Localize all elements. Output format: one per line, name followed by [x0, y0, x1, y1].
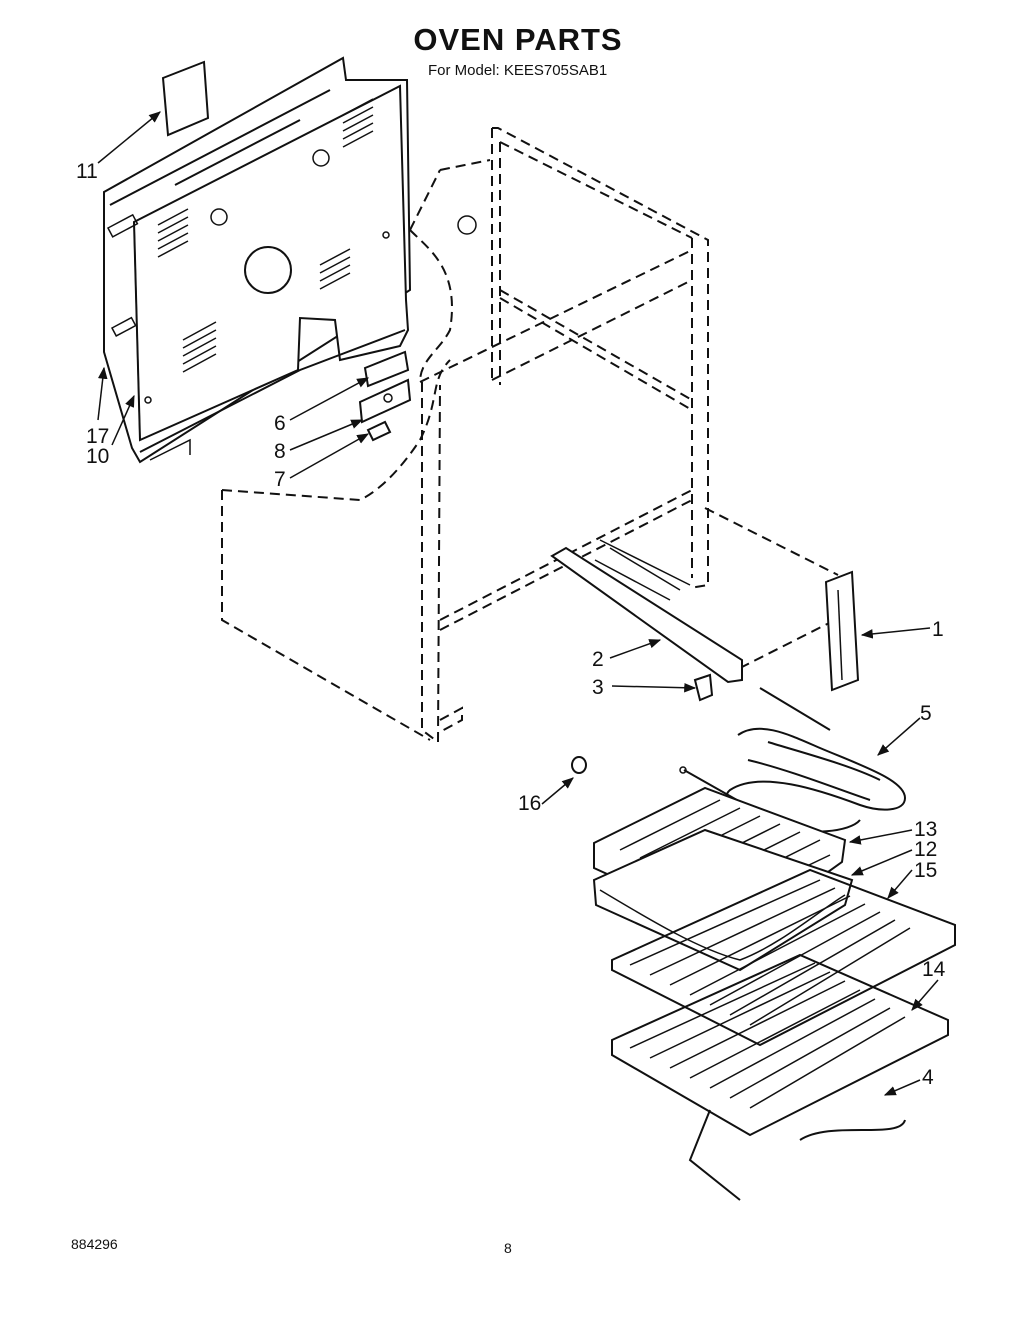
callout-2: 2	[592, 648, 604, 671]
vent-louvers	[157, 98, 374, 373]
clip	[366, 420, 392, 442]
element-frame	[550, 539, 743, 702]
part-16-grommet	[571, 756, 587, 774]
callout-17: 17	[86, 425, 109, 448]
terminal-block	[363, 350, 410, 388]
callout-10: 10	[86, 445, 109, 468]
frame-rail	[550, 546, 743, 684]
side-shield	[824, 570, 860, 692]
callout-15: 15	[914, 859, 937, 882]
callout-13: 13	[914, 818, 937, 841]
callout-8: 8	[274, 440, 286, 463]
callout-6: 6	[274, 412, 286, 435]
callout-4: 4	[922, 1066, 934, 1089]
bracket-hardware	[358, 350, 412, 442]
callout-3: 3	[592, 676, 604, 699]
callout-labels: 11 17 10 6 8 7 1 2 3 5 16 13 12 15 14 4	[76, 160, 946, 1089]
oven-cavity-outline	[221, 127, 839, 744]
cover-plate	[161, 60, 210, 137]
callout-1: 1	[932, 618, 944, 641]
broiler-pan	[592, 786, 854, 972]
rear-panel-assembly	[103, 56, 412, 464]
oven-racks	[611, 868, 956, 1201]
bracket-3	[693, 673, 714, 702]
callout-5: 5	[920, 702, 932, 725]
model-subtitle: For Model: KEES705SAB1	[428, 62, 608, 79]
callout-7: 7	[274, 468, 286, 491]
leader-lines	[97, 111, 939, 1096]
page-number: 8	[504, 1240, 512, 1256]
callout-11: 11	[76, 160, 98, 183]
callout-16: 16	[518, 792, 541, 815]
page-title: OVEN PARTS	[413, 22, 623, 57]
callout-14: 14	[922, 958, 946, 981]
document-number: 884296	[71, 1236, 118, 1252]
callout-12: 12	[914, 838, 937, 861]
rear-panel-inner	[132, 84, 410, 442]
